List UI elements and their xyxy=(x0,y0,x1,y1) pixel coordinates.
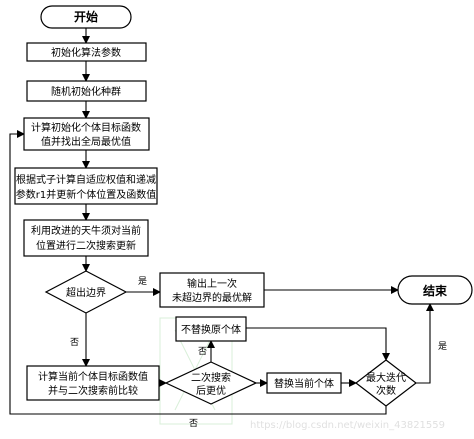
fitness-node: 计算初始化个体目标函数 值并找出全局最优值 xyxy=(23,117,150,151)
output-label-line1: 输出上一次 xyxy=(187,277,237,290)
no-replace-label: 不替换原个体 xyxy=(181,323,241,336)
end-node: 结束 xyxy=(397,275,473,305)
output-node: 输出上一次 未超边界的最优解 xyxy=(159,272,265,308)
label-better-no: 否 xyxy=(198,346,207,357)
update-shape xyxy=(14,167,158,205)
compare-label-line2: 并与二次搜索前比较 xyxy=(48,384,138,397)
label-max-no: 否 xyxy=(189,418,198,429)
edge-max-loop xyxy=(9,130,387,415)
fitness-shape xyxy=(23,117,150,151)
max-iter-decision: 最大迭代 次数 xyxy=(355,359,417,407)
oob-shape xyxy=(44,270,128,314)
output-label-line2: 未超边界的最优解 xyxy=(172,291,252,304)
fitness-label-line1: 计算初始化个体目标函数 xyxy=(31,121,141,134)
compare-node: 计算当前个体目标函数值 并与二次搜索前比较 xyxy=(26,365,160,401)
beetle-label-line1: 利用改进的天牛须对当前 xyxy=(31,224,141,237)
replace-node: 替换当前个体 xyxy=(266,372,342,394)
max-iter-shape xyxy=(355,359,417,407)
update-label-line2: 参数r1并更新个体位置及函数值 xyxy=(16,188,156,201)
init-params-shape xyxy=(26,42,147,62)
edge-labels: 是 否 否 是 否 xyxy=(70,276,447,429)
update-label-line1: 根据式子计算自适应权值和递减 xyxy=(16,173,156,186)
label-oob-no: 否 xyxy=(70,337,79,348)
beetle-label-line2: 位置进行二次搜索更新 xyxy=(36,239,136,252)
update-node: 根据式子计算自适应权值和递减 参数r1并更新个体位置及函数值 xyxy=(14,167,158,205)
replace-label: 替换当前个体 xyxy=(274,377,334,390)
end-shape xyxy=(397,275,473,305)
no-replace-shape xyxy=(175,316,247,342)
second-search-label-line1: 二次搜索 xyxy=(191,371,231,384)
edges xyxy=(9,28,434,415)
init-pop-label: 随机初始化种群 xyxy=(51,85,121,98)
start-shape xyxy=(40,5,132,29)
max-iter-label-line2: 次数 xyxy=(376,384,396,397)
end-label: 结束 xyxy=(423,283,448,298)
label-oob-yes: 是 xyxy=(138,276,147,287)
second-search-shape xyxy=(164,361,258,405)
no-replace-node: 不替换原个体 xyxy=(175,316,247,342)
init-params-node: 初始化算法参数 xyxy=(26,42,147,62)
beetle-shape xyxy=(23,219,149,257)
init-pop-shape xyxy=(26,80,147,102)
init-pop-node: 随机初始化种群 xyxy=(26,80,147,102)
second-search-decision: 二次搜索 后更优 xyxy=(164,361,258,405)
replace-shape xyxy=(266,372,342,394)
watermark-text: https://blog.csdn.net/weixin_43821559 xyxy=(250,420,445,431)
init-params-label: 初始化算法参数 xyxy=(51,46,121,59)
start-label: 开始 xyxy=(74,9,98,24)
beetle-node: 利用改进的天牛须对当前 位置进行二次搜索更新 xyxy=(23,219,149,257)
start-node: 开始 xyxy=(40,5,132,29)
fitness-label-line2: 值并找出全局最优值 xyxy=(41,135,131,148)
oob-label: 超出边界 xyxy=(66,286,106,299)
output-shape xyxy=(159,272,265,308)
compare-shape xyxy=(26,365,160,401)
compare-label-line1: 计算当前个体目标函数值 xyxy=(38,370,148,383)
label-max-yes: 是 xyxy=(438,341,447,352)
max-iter-label-line1: 最大迭代 xyxy=(366,371,406,384)
edge-noreplace-max xyxy=(246,327,390,361)
edge-max-end xyxy=(416,303,434,384)
second-search-label-line2: 后更优 xyxy=(196,384,226,397)
oob-decision: 超出边界 xyxy=(44,270,128,314)
